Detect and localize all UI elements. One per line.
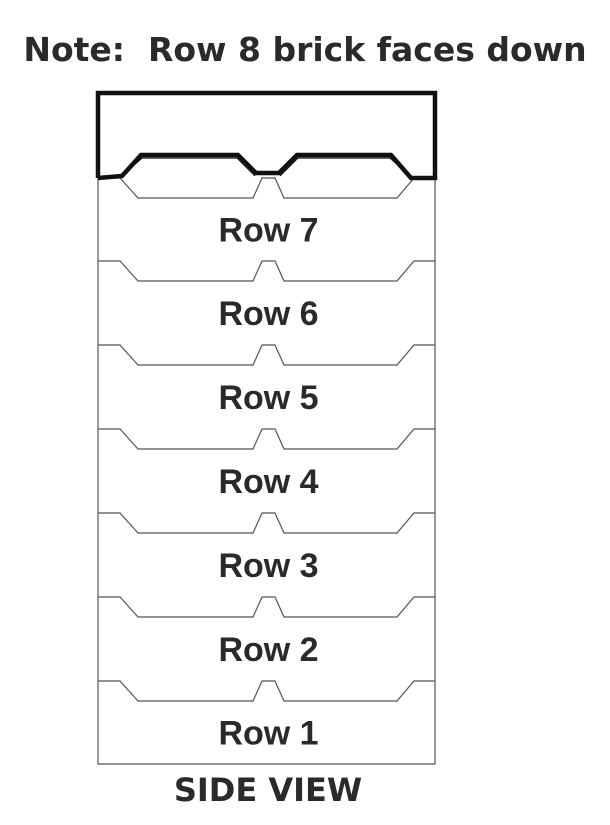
row-divider <box>98 680 435 702</box>
row-label: Row 6 <box>218 295 318 333</box>
row-label: Row 5 <box>218 379 318 417</box>
side-view-label: SIDE VIEW <box>173 771 363 809</box>
row-label: Row 3 <box>218 547 318 585</box>
brick-rows: Row 7 Row 6 Row 5 Row 4 Row 3 Row 2 Row 1 <box>97 177 436 765</box>
note-heading: Note: Row 8 brick faces down <box>23 30 587 69</box>
row-label: Row 1 <box>218 715 318 753</box>
row-label: Row 7 <box>218 212 318 250</box>
row-8-outline <box>95 90 438 181</box>
stud-edge <box>279 157 409 177</box>
row-divider <box>98 428 435 450</box>
row-divider <box>98 512 435 534</box>
stud-edge <box>123 157 256 177</box>
row-divider <box>98 260 435 282</box>
row-divider <box>98 177 435 199</box>
row-label: Row 2 <box>218 631 318 669</box>
row-8-brick <box>95 90 438 181</box>
row-divider <box>98 344 435 366</box>
row-divider <box>98 596 435 618</box>
stack-outline <box>97 178 436 765</box>
row-label: Row 4 <box>218 463 318 501</box>
